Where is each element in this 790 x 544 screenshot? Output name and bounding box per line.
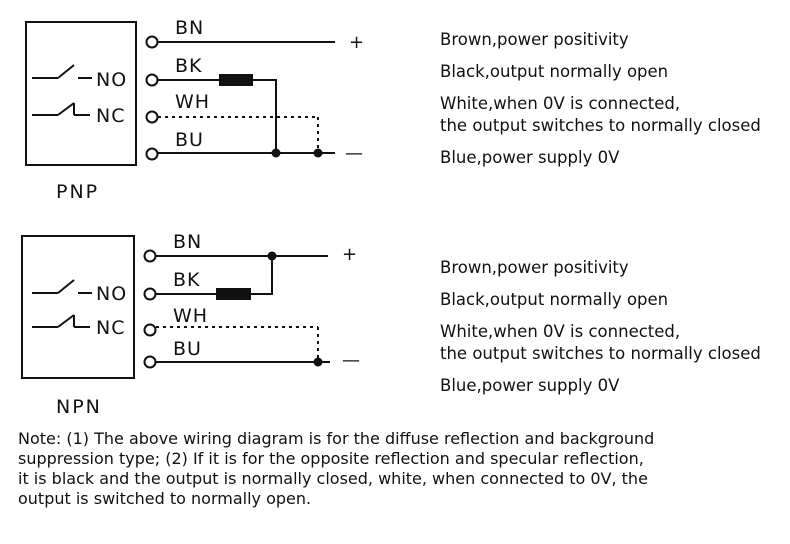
pnp-diagram [25, 21, 335, 166]
pnp-load-resistor [219, 74, 253, 86]
pnp-wire-bk-to-bu [252, 79, 277, 153]
pnp-no-switch-symbol [32, 64, 92, 79]
npn-minus-sign: — [342, 350, 360, 371]
pnp-sensor-box [25, 21, 137, 166]
pnp-type-label: PNP [56, 181, 100, 203]
npn-type-label: NPN [56, 396, 102, 418]
npn-no-label: NO [96, 283, 127, 305]
npn-junction-1 [267, 251, 277, 261]
pnp-minus-sign: — [345, 143, 363, 164]
pnp-bk-label: BK [175, 55, 203, 77]
npn-nc-label: NC [96, 317, 125, 339]
npn-bu-label: BU [173, 338, 202, 360]
pnp-plus-sign: + [349, 32, 364, 53]
pnp-terminal-wh [145, 110, 159, 124]
npn-desc-brown: Brown,power positivity [440, 258, 629, 277]
footnote-line-1: Note: (1) The above wiring diagram is fo… [18, 429, 655, 448]
npn-sensor-box [21, 235, 135, 379]
pnp-bn-label: BN [175, 17, 204, 39]
npn-no-switch-symbol [32, 279, 92, 294]
pnp-terminal-bk [145, 73, 159, 87]
npn-desc-blue: Blue,power supply 0V [440, 376, 620, 395]
pnp-nc-switch-symbol [32, 102, 90, 116]
npn-desc-white-2: the output switches to normally closed [440, 344, 761, 363]
footnote-line-3: it is black and the output is normally c… [18, 469, 648, 488]
pnp-bu-label: BU [175, 129, 204, 151]
pnp-wh-label: WH [175, 91, 210, 113]
npn-load-resistor [216, 288, 251, 300]
pnp-terminal-bn [145, 35, 159, 49]
footnote-line-2: suppression type; (2) If it is for the o… [18, 449, 644, 468]
npn-diagram [21, 235, 330, 379]
npn-bn-label: BN [173, 231, 202, 253]
npn-desc-black: Black,output normally open [440, 290, 669, 309]
footnote-line-4: output is switched to normally open. [18, 489, 312, 508]
npn-bk-label: BK [173, 269, 201, 291]
pnp-desc-white-2: the output switches to normally closed [440, 116, 761, 135]
npn-junction-2 [313, 357, 323, 367]
pnp-desc-black: Black,output normally open [440, 62, 669, 81]
pnp-no-label: NO [96, 69, 127, 91]
npn-terminal-bk [143, 287, 157, 301]
pnp-desc-blue: Blue,power supply 0V [440, 148, 620, 167]
npn-terminal-wh [143, 323, 157, 337]
pnp-terminal-bu [145, 147, 159, 161]
npn-terminal-bu [143, 355, 157, 369]
npn-nc-switch-symbol [32, 314, 90, 328]
pnp-junction-2 [313, 148, 323, 158]
footnote: Note: (1) The above wiring diagram is fo… [18, 429, 718, 509]
pnp-desc-brown: Brown,power positivity [440, 30, 629, 49]
pnp-desc-white-1: White,when 0V is connected, [440, 94, 681, 113]
npn-desc-white-1: White,when 0V is connected, [440, 322, 681, 341]
npn-wh-label: WH [173, 305, 208, 327]
pnp-nc-label: NC [96, 105, 125, 127]
pnp-junction-1 [271, 148, 281, 158]
npn-wire-bk-to-bn [250, 256, 273, 295]
npn-plus-sign: + [342, 244, 357, 265]
npn-terminal-bn [143, 249, 157, 263]
